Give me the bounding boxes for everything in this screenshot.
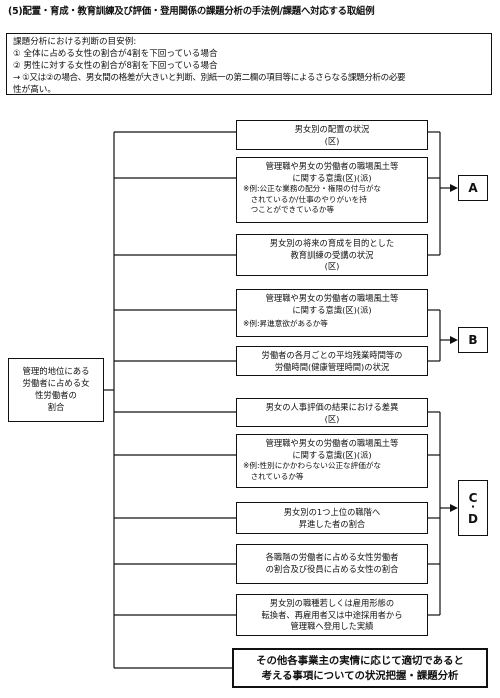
box-women-ratio-by-level: 各職階の労働者に占める女性労働者 の割合及び役員に占める女性の割合 bbox=[236, 544, 428, 584]
source-box-women-manager-ratio: 管理的地位にある 労働者に占める女 性労働者の 割合 bbox=[8, 358, 104, 422]
box-training-status: 男女別の将来の育成を目的とした 教育訓練の受講の状況 (区) bbox=[236, 234, 428, 276]
box-promotion-rate: 男女別の1つ上位の職階へ 昇進した者の割合 bbox=[236, 502, 428, 534]
criteria-item-1: ① 全体に占める女性の割合が4割を下回っている場合 bbox=[13, 49, 218, 59]
tag-cd: C ・ D bbox=[458, 480, 488, 536]
page-title: (5)配置・育成・教育訓練及び評価・登用関係の課題分析の手法例/課題へ対応する取… bbox=[8, 6, 375, 17]
tag-d: D bbox=[468, 511, 478, 526]
tag-b: B bbox=[458, 327, 488, 353]
box-workplace-culture-a: 管理職や男女の労働者の職場風土等 に関する意識(区)(派) ※例:公正な業務の配… bbox=[236, 157, 428, 223]
criteria-heading: 課題分析における判断の目安例: bbox=[13, 37, 137, 47]
criteria-item-3: → ①又は②の場合、男女間の格差が大きいと判断、別紙一の第二欄の項目等によるさら… bbox=[13, 73, 406, 83]
criteria-item-4: 性が高い。 bbox=[13, 85, 56, 95]
criteria-item-2: ② 男性に対する女性の割合が8割を下回っている場合 bbox=[13, 61, 218, 71]
box-workplace-culture-cd: 管理職や男女の労働者の職場風土等 に関する意識(区)(派) ※例:性別にかかわら… bbox=[236, 434, 428, 488]
box-overtime-hours: 労働者の各月ごとの平均残業時間等の 労働時間(健康管理時間)の状況 bbox=[236, 346, 428, 376]
tag-c: C bbox=[468, 490, 478, 505]
box-other-analysis: その他各事業主の実情に応じて適切であると 考える事項についての状況把握・課題分析 bbox=[232, 648, 488, 688]
tag-a: A bbox=[458, 175, 488, 201]
criteria-box: 課題分析における判断の目安例: ① 全体に占める女性の割合が4割を下回っている場… bbox=[6, 33, 492, 95]
box-placement-status: 男女別の配置の状況 (区) bbox=[236, 120, 428, 150]
box-workplace-culture-b: 管理職や男女の労働者の職場風土等 に関する意識(区)(派) ※例:昇進意欲がある… bbox=[236, 289, 428, 337]
box-evaluation-difference: 男女の人事評価の結果における差異 (区) bbox=[236, 398, 428, 427]
tag-dot: ・ bbox=[468, 502, 478, 513]
box-conversion-records: 男女別の職種若しくは雇用形態の 転換者、再雇用者又は中途採用者から 管理職へ登用… bbox=[236, 594, 428, 636]
